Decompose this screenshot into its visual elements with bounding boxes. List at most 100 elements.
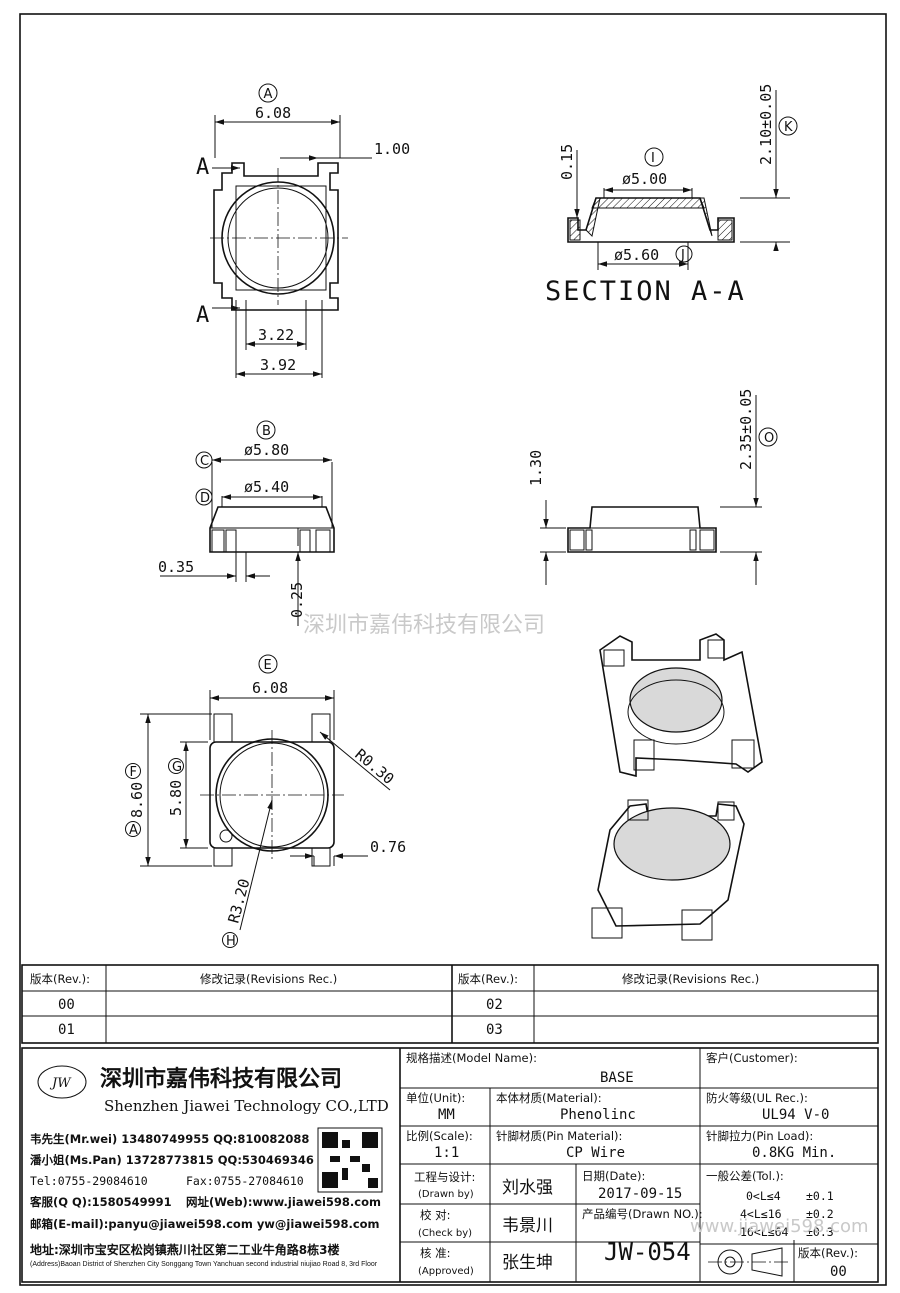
dim-d-outer: ø5.80 xyxy=(244,441,289,459)
dim-bot-height: 8.60 xyxy=(128,782,146,818)
scale-label: 比例(Scale): xyxy=(406,1129,473,1143)
ul-value: UL94 V-0 xyxy=(762,1107,829,1123)
rev-header: 版本(Rev.): xyxy=(30,972,90,986)
rec-header: 修改记录(Revisions Rec.) xyxy=(200,972,337,986)
dim-d-top: ø5.00 xyxy=(622,170,667,188)
drawn-no-label: 产品编号(Drawn NO.): xyxy=(582,1207,703,1221)
front-view: ø5.80 ø5.40 B C D 0.35 0.25 xyxy=(158,420,335,626)
bubble-f: F xyxy=(130,765,137,780)
bubble-a-top: A xyxy=(264,87,273,102)
dim-bot-pin: 0.76 xyxy=(370,838,406,856)
contact-wei: 韦先生(Mr.wei) 13480749955 QQ:810082088 xyxy=(30,1132,309,1146)
contact-fax: Fax:0755-27084610 xyxy=(186,1174,304,1188)
date-value: 2017-09-15 xyxy=(598,1186,682,1202)
qr-code-icon xyxy=(317,1127,383,1193)
address-en: (Address)Baoan District of Shenzhen City… xyxy=(30,1261,378,1268)
tol2-value: ±0.2 xyxy=(806,1207,834,1221)
pin-load-label: 针脚拉力(Pin Load): xyxy=(706,1129,813,1143)
contact-email: 邮箱(E-mail):panyu@jiawei598.com yw@jiawei… xyxy=(30,1217,380,1231)
dim-d-inner: ø5.40 xyxy=(244,478,289,496)
iso-view-top xyxy=(599,633,763,778)
rev-00: 00 xyxy=(58,997,75,1013)
unit-label: 单位(Unit): xyxy=(406,1091,465,1105)
bubble-d: D xyxy=(200,491,210,506)
date-label: 日期(Date): xyxy=(582,1169,645,1183)
contact-tel: Tel:0755-29084610 xyxy=(30,1174,148,1188)
approve-label: 核 准: xyxy=(420,1246,451,1260)
tol1-value: ±0.1 xyxy=(806,1189,834,1203)
model-value: BASE xyxy=(600,1070,634,1086)
material-label: 本体材质(Material): xyxy=(496,1091,602,1105)
model-label: 规格描述(Model Name): xyxy=(406,1051,537,1065)
dim-h-body: 1.30 xyxy=(527,450,545,486)
revision-table: 版本(Rev.): 修改记录(Revisions Rec.) 版本(Rev.):… xyxy=(21,964,879,1044)
pin-mat-label: 针脚材质(Pin Material): xyxy=(496,1129,622,1143)
dim-outer: 3.92 xyxy=(260,356,296,374)
bubble-b: B xyxy=(262,424,271,439)
company-name-cn: 深圳市嘉伟科技有限公司 xyxy=(100,1066,342,1092)
dim-thk: 0.15 xyxy=(558,144,576,180)
design-label: 工程与设计: xyxy=(414,1170,475,1184)
dim-pin-h: 0.25 xyxy=(288,582,306,618)
company-name-en: Shenzhen Jiawei Technology CO.,LTD xyxy=(104,1097,389,1115)
bubble-k: K xyxy=(784,120,793,135)
bubble-e: E xyxy=(264,658,272,673)
ul-label: 防火等级(UL Rec.): xyxy=(706,1091,808,1105)
contact-qq: 客服(Q Q):1580549991 xyxy=(29,1195,172,1209)
watermark: 深圳市嘉伟科技有限公司 xyxy=(303,613,545,638)
sheet-border xyxy=(19,13,887,1286)
pin-load-value: 0.8KG Min. xyxy=(752,1145,836,1161)
bottom-view: 6.08 E 8.60 A F 5.80 G R0.30 R3.20 H 0.7… xyxy=(125,654,406,949)
dim-bot-inner: 5.80 xyxy=(167,780,185,816)
tol3-value: ±0.3 xyxy=(806,1225,834,1239)
bubble-j: J xyxy=(680,248,685,263)
dim-d-bottom: ø5.60 xyxy=(614,246,659,264)
logo-icon xyxy=(37,1065,87,1099)
iso-view-bottom xyxy=(591,799,745,941)
check-label: 校 对: xyxy=(420,1208,451,1222)
address-cn: 地址:深圳市宝安区松岗镇燕川社区第二工业牛角路8栋3楼 xyxy=(30,1242,340,1257)
logo-text: JW xyxy=(49,1076,72,1091)
bubble-h: H xyxy=(226,934,236,949)
pin-mat-value: CP Wire xyxy=(566,1145,625,1161)
section-mark-bottom: A xyxy=(196,303,211,328)
bubble-o: O xyxy=(764,431,774,446)
unit-value: MM xyxy=(438,1107,455,1123)
rev-01: 01 xyxy=(58,1022,75,1038)
contact-web: 网址(Web):www.jiawei598.com xyxy=(186,1195,381,1209)
rec-header-2: 修改记录(Revisions Rec.) xyxy=(622,972,759,986)
tol2: 4<L≤16 xyxy=(740,1207,782,1221)
watermark-url: www.jiawei598.com xyxy=(690,1216,869,1237)
check-sub: (Check by) xyxy=(418,1228,472,1239)
dim-h-total: 2.35±0.05 xyxy=(737,389,755,470)
section-view: ø5.00 I ø5.60 J 0.15 2.10±0.05 K SECTION… xyxy=(545,84,798,307)
dim-r-big: R3.20 xyxy=(224,877,253,925)
rev-03: 03 xyxy=(486,1022,503,1038)
approve-sub: (Approved) xyxy=(418,1266,474,1277)
material-value: Phenolinc xyxy=(560,1107,636,1123)
section-title: SECTION A-A xyxy=(545,276,746,307)
title-block: JW 深圳市嘉伟科技有限公司 Shenzhen Jiawei Technolog… xyxy=(21,1047,879,1283)
checker: 韦景川 xyxy=(502,1216,553,1236)
dim-inner: 3.22 xyxy=(258,326,294,344)
dim-bot-width: 6.08 xyxy=(252,679,288,697)
bubble-c: C xyxy=(200,454,209,469)
dim-height: 2.10±0.05 xyxy=(757,84,775,165)
rev-header-2: 版本(Rev.): xyxy=(458,972,518,986)
bubble-a-bot: A xyxy=(129,823,138,838)
dim-pin-w: 0.35 xyxy=(158,558,194,576)
designer: 刘水强 xyxy=(502,1178,553,1198)
rev-value: 00 xyxy=(830,1264,847,1280)
customer-label: 客户(Customer): xyxy=(706,1051,798,1065)
contact-pan: 潘小姐(Ms.Pan) 13728773815 QQ:530469346 xyxy=(30,1153,314,1167)
dim-top-width: 6.08 xyxy=(255,104,291,122)
tol3: 16<L≤64 xyxy=(740,1225,789,1239)
top-view: 6.08 A 1.00 3.22 3.92 A A xyxy=(196,83,410,378)
scale-value: 1:1 xyxy=(434,1145,459,1161)
section-mark-top: A xyxy=(196,155,211,180)
tol-label: 一般公差(Tol.): xyxy=(706,1169,784,1183)
rev-label: 版本(Rev.): xyxy=(798,1246,858,1260)
drawn-no: JW-054 xyxy=(604,1238,691,1266)
